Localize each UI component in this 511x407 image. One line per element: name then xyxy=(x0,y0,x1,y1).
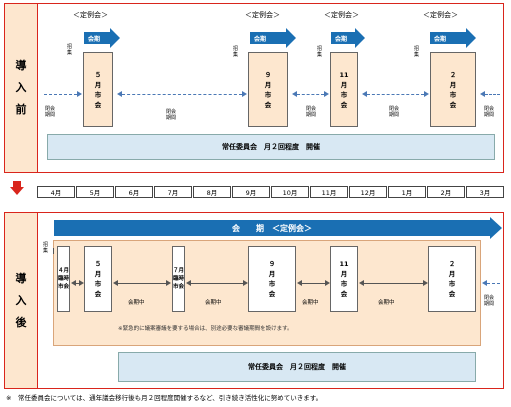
before-label-char: 入 xyxy=(15,81,27,94)
in-session-arrow xyxy=(301,283,326,284)
heikai-label: 閉会期間 xyxy=(166,109,177,121)
kaiki-label: 会期 xyxy=(254,35,267,43)
teirei-label: ＜定例会＞ xyxy=(73,11,108,19)
kaiki-arrow: 会期 xyxy=(430,28,476,48)
arrow-head xyxy=(186,280,191,286)
arrow-head xyxy=(243,280,248,286)
heikai-label: 閉会期間 xyxy=(484,295,495,307)
arrow-head xyxy=(166,280,171,286)
month-cell: 4月 xyxy=(37,186,75,198)
before-label-char: 前 xyxy=(15,103,27,116)
closed-period-arrow xyxy=(44,94,77,95)
heikai-label: 閉会期間 xyxy=(45,106,56,118)
in-session-arrow xyxy=(363,283,423,284)
arrow-head xyxy=(79,280,84,286)
kaiki-banner-label: 会 期 ＜定例会＞ xyxy=(232,223,312,233)
shoshu-label: 招集 xyxy=(43,242,49,254)
kaikichu-label: 会期中 xyxy=(205,300,222,306)
after-label: 導 入 後 xyxy=(5,213,38,388)
month-cell: 7月 xyxy=(154,186,192,198)
month-cell: 1月 xyxy=(388,186,426,198)
closed-period-arrow xyxy=(122,94,242,95)
closed-period-arrow xyxy=(297,94,324,95)
teirei-label: ＜定例会＞ xyxy=(423,11,458,19)
kaikichu-label: 会期中 xyxy=(128,300,145,306)
month-cell: 2月 xyxy=(427,186,465,198)
month-cell: 8月 xyxy=(193,186,231,198)
heikai-label: 閉会期間 xyxy=(389,106,400,118)
committee-bar-before: 常任委員会 月２回程度 開催 xyxy=(47,134,495,160)
shoshu-marker xyxy=(53,248,54,254)
kaiki-label: 会期 xyxy=(88,35,101,43)
emergency-note: ※緊急的に議案審議を要する場合は、別途必要な審議期間を設けます。 xyxy=(118,326,293,332)
kaiki-arrow: 会期 xyxy=(250,28,296,48)
arrow-head xyxy=(359,280,364,286)
before-label: 導 入 前 xyxy=(5,4,38,172)
down-arrow-icon xyxy=(10,180,24,199)
closed-period-arrow xyxy=(485,94,500,95)
kaiki-arrow: 会期 xyxy=(84,28,120,48)
kaiki-label: 会期 xyxy=(434,35,447,43)
after-label-char: 後 xyxy=(15,315,27,329)
arrow-head xyxy=(297,280,302,286)
in-session-arrow xyxy=(75,283,80,284)
kaiki-arrow: 会期 xyxy=(331,28,365,48)
kaiki-banner-arrow: 会 期 ＜定例会＞ xyxy=(54,217,502,239)
teirei-label: ＜定例会＞ xyxy=(245,11,280,19)
arrow-head xyxy=(480,91,485,97)
month-cell: 3月 xyxy=(466,186,504,198)
arrow-head xyxy=(113,280,118,286)
heikai-label: 閉会期間 xyxy=(484,106,495,118)
kaiki-label: 会期 xyxy=(335,35,348,43)
arrow-head xyxy=(292,91,297,97)
arrow-head xyxy=(482,280,487,286)
month-cell: 12月 xyxy=(349,186,387,198)
in-session-arrow xyxy=(190,283,243,284)
arrow-head xyxy=(362,91,367,97)
after-label-char: 導 xyxy=(15,271,27,285)
session-box-apr-extra: ４月臨時市会 xyxy=(57,246,70,312)
arrow-head xyxy=(325,280,330,286)
shoshu-label: 招集 xyxy=(414,46,420,58)
month-cell: 9月 xyxy=(232,186,270,198)
footnote: ※ 常任委員会については、通年議会移行後も月２回程度開催するなど、引き続き活性化… xyxy=(6,394,323,402)
month-cell: 6月 xyxy=(115,186,153,198)
committee-bar-after: 常任委員会 月２回程度 開催 xyxy=(118,352,476,382)
after-label-char: 入 xyxy=(15,293,27,307)
heikai-label: 閉会期間 xyxy=(306,106,317,118)
shoshu-label: 招集 xyxy=(317,46,323,58)
arrow-head xyxy=(242,91,247,97)
in-session-arrow xyxy=(117,283,167,284)
month-cell: 10月 xyxy=(271,186,309,198)
closed-period-arrow xyxy=(367,94,424,95)
shoshu-label: 招集 xyxy=(67,44,73,56)
before-label-char: 導 xyxy=(15,59,27,72)
arrow-head xyxy=(424,91,429,97)
kaikichu-label: 会期中 xyxy=(302,300,319,306)
closed-period-arrow xyxy=(487,283,500,284)
kaikichu-label: 会期中 xyxy=(378,300,395,306)
arrow-head xyxy=(423,280,428,286)
shoshu-label: 招集 xyxy=(233,46,239,58)
teirei-label: ＜定例会＞ xyxy=(324,11,359,19)
arrow-head xyxy=(77,91,82,97)
month-cell: 5月 xyxy=(76,186,114,198)
arrow-head xyxy=(71,280,76,286)
arrow-head xyxy=(117,91,122,97)
arrow-head xyxy=(324,91,329,97)
session-box-jul-extra: ７月臨時市会 xyxy=(172,246,185,312)
month-cell: 11月 xyxy=(310,186,348,198)
